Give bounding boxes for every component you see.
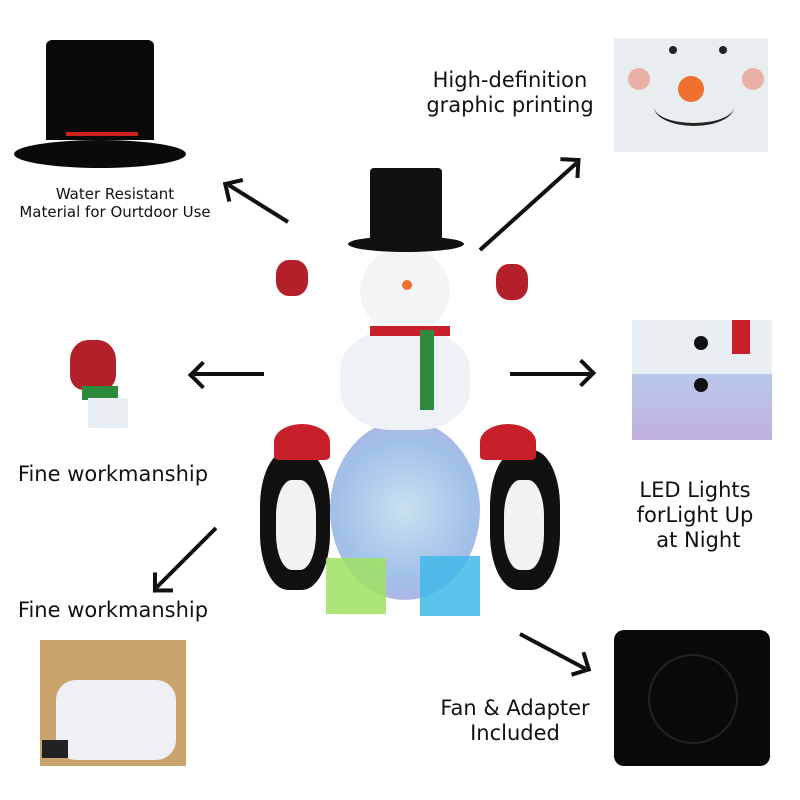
arrow-to-box: [155, 526, 218, 589]
water-resistant-label: Water Resistant Material for Ourtdoor Us…: [19, 185, 211, 221]
workmanship-label-2: Fine workmanship: [17, 598, 209, 622]
mitten-closeup-image: [58, 334, 144, 428]
face-closeup-image: [614, 38, 768, 152]
fan-adapter-label: Fan & Adapter Included: [440, 696, 590, 746]
box-closeup-image: [40, 640, 186, 766]
arrow-to-led: [510, 372, 590, 376]
snowman-product-image: [220, 160, 590, 630]
led-closeup-image: [632, 320, 772, 440]
arrow-to-fan: [519, 632, 587, 671]
led-label: LED Lights forLight Up at Night: [636, 478, 754, 553]
hat-closeup-image: [14, 40, 186, 170]
fan-closeup-image: [614, 630, 770, 766]
workmanship-label-1: Fine workmanship: [17, 462, 209, 486]
arrow-to-mitten: [194, 372, 264, 376]
printing-label: High-definition graphic printing: [426, 68, 594, 118]
